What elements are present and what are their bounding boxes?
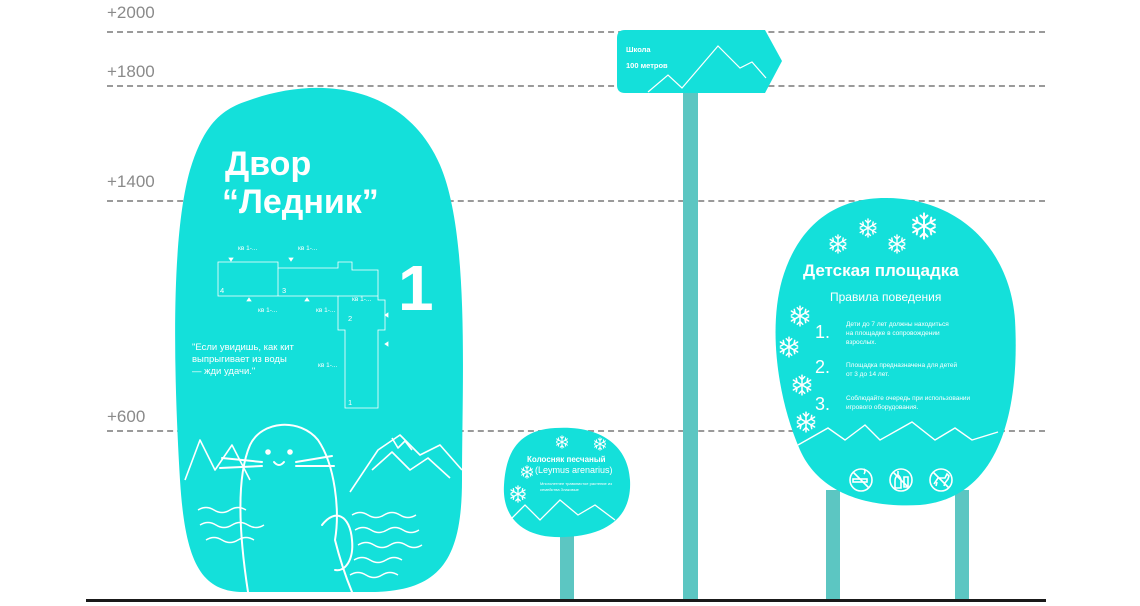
- playground-title: Детская площадка: [803, 261, 959, 280]
- plan-label: кв 1-...: [238, 245, 257, 252]
- no-smoking-icon: [849, 468, 873, 492]
- level-line-2000: [107, 31, 1045, 33]
- rule-text: игрового оборудования.: [846, 403, 919, 411]
- plan-number: 4: [220, 286, 224, 295]
- building-plan: [217, 257, 389, 409]
- ground-line: [86, 599, 1046, 602]
- rule-text: Дети до 7 лет должны находиться: [846, 321, 949, 328]
- rule-number: 2.: [815, 357, 830, 377]
- direction-line1: Школа: [626, 45, 651, 54]
- waves-illustration: [197, 506, 423, 579]
- plant-mountains: [507, 499, 616, 523]
- rule-text: Соблюдайте очередь при использовании: [846, 394, 971, 402]
- plan-label: кв 1-...: [316, 307, 335, 314]
- rule-number: 3.: [815, 394, 830, 414]
- plan-label: кв 1-...: [258, 307, 277, 314]
- plan-number: 2: [348, 314, 352, 323]
- direction-sign-post: [683, 92, 698, 602]
- yard-sign: Двор “Ледник” 1 кв 1-... кв 1-... кв 1-.…: [175, 87, 463, 593]
- plant-sign-board: [503, 427, 631, 538]
- plan-label: кв 1-...: [298, 245, 317, 252]
- plant-description-line2: семейства Злаковые: [540, 487, 580, 492]
- yard-number: 1: [398, 252, 434, 324]
- plant-latin: (Leymus arenarius): [535, 465, 613, 475]
- seal-illustration: [219, 423, 354, 593]
- plan-label: кв 1-...: [352, 296, 371, 303]
- plant-sign: Колосняк песчаный (Leymus arenarius) Мно…: [503, 427, 631, 602]
- direction-line2: 100 метров: [626, 61, 668, 70]
- level-label-600: +600: [107, 407, 146, 426]
- playground-sign: Детская площадка Правила поведения 1. Де…: [775, 198, 1016, 602]
- direction-sign: Школа 100 метров: [617, 30, 782, 602]
- level-label-1800: +1800: [107, 62, 155, 81]
- playground-post-left: [826, 490, 840, 602]
- direction-mountains: [647, 45, 767, 93]
- plan-number: 1: [348, 398, 352, 407]
- no-dogs-icon: [929, 468, 953, 492]
- plant-sign-post: [560, 530, 574, 602]
- playground-post-right: [955, 490, 969, 602]
- no-alcohol-icon: [889, 468, 913, 492]
- mountains-illustration: [184, 434, 463, 493]
- level-label-1400: +1400: [107, 172, 155, 191]
- rule-text: от 3 до 14 лет.: [846, 371, 889, 378]
- yard-quote-line2: выпрыгивает из воды: [192, 354, 287, 365]
- rule-text: на площадке в сопровождении: [846, 330, 940, 337]
- plant-description-line1: Многолетнее травянистое растение из: [540, 481, 612, 486]
- level-line-1800: [107, 85, 1045, 87]
- direction-sign-board: [617, 30, 782, 93]
- rule-number: 1.: [815, 322, 830, 342]
- yard-quote-line1: "Если увидишь, как кит: [192, 342, 295, 353]
- rule-text: Площадка предназначена для детей: [846, 361, 958, 369]
- rule-text: взрослых.: [846, 339, 877, 346]
- yard-quote-line3: — жди удачи.": [192, 366, 255, 377]
- playground-mountains: [797, 421, 999, 446]
- yard-title-line1: Двор: [225, 145, 311, 183]
- plan-number: 3: [282, 286, 286, 295]
- level-label-2000: +2000: [107, 3, 155, 22]
- plan-label: кв 1-...: [318, 362, 337, 369]
- playground-subtitle: Правила поведения: [830, 290, 941, 304]
- yard-title-line2: “Ледник”: [222, 183, 379, 221]
- level-line-1400: [107, 200, 1045, 202]
- plant-name: Колосняк песчаный: [527, 455, 606, 464]
- yard-sign-board: [175, 87, 463, 592]
